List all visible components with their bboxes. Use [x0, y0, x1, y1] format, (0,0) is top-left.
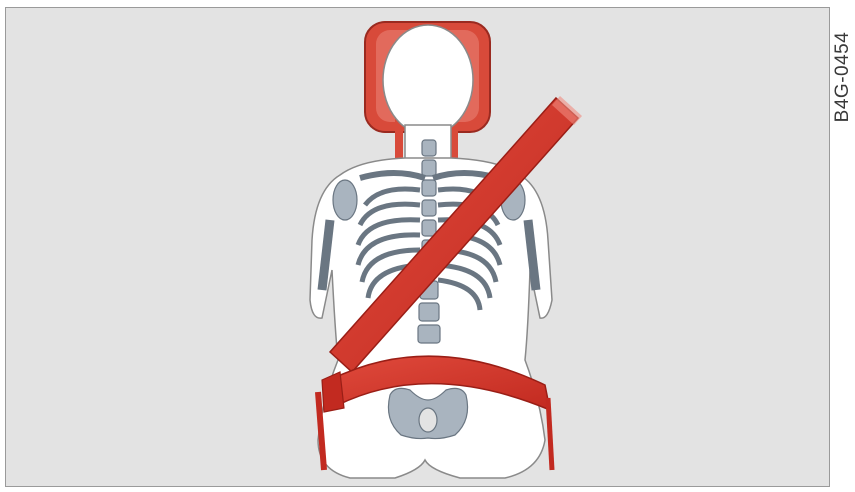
- figure-code-label-wrap: B4G-0454: [832, 14, 854, 139]
- figure-code-label: B4G-0454: [832, 31, 854, 122]
